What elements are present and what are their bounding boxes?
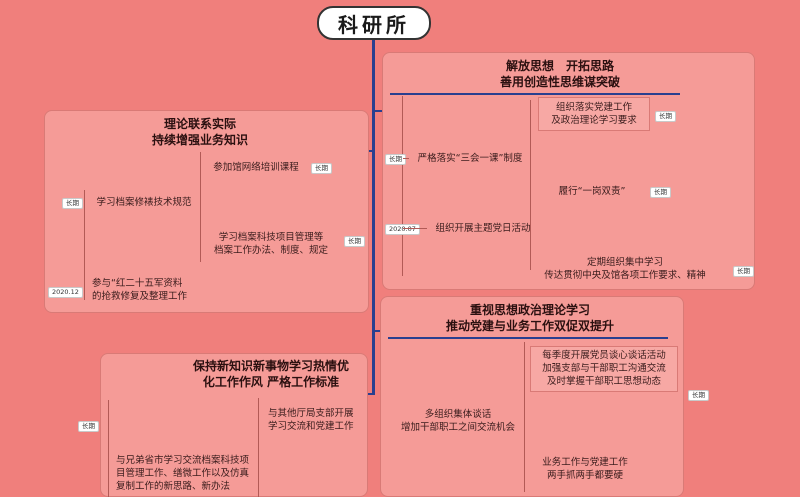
node-three-meetings[interactable]: 严格落实“三会一课”制度 [417, 153, 523, 164]
connector [108, 400, 109, 497]
panel-bottom-right-underline [388, 337, 668, 339]
panel-bottom-right-title: 重视思想政治理论学习 推动党建与业务工作双促双提升 [410, 302, 650, 334]
panel-top-right-underline [390, 93, 680, 95]
panel-top-right-title-line2: 善用创造性思维谋突破 [499, 75, 620, 89]
node-network-training[interactable]: 参加馆网络培训课程 [213, 162, 299, 173]
connector [403, 158, 409, 159]
node-cross-bureau-exchange[interactable]: 与其他厅局支部开展 学习交流和党建工作 [268, 408, 354, 432]
panel-top-right-title: 解放思想 开拓思路 善用创造性思维谋突破 [420, 58, 700, 90]
connector [402, 96, 403, 276]
tag-mounting-standards: 长期 [62, 198, 83, 209]
tag-three-meetings: 长期 [385, 154, 406, 165]
connector [403, 228, 427, 229]
tag-theme-party-day: 2020.07 [385, 224, 420, 235]
panel-bottom-left-title: 保持新知识新事物学习热情优 化工作作风 严格工作标准 [176, 358, 366, 390]
node-mounting-standards[interactable]: 学习档案修裱技术规范 [96, 197, 192, 208]
tag-network-training: 长期 [311, 163, 332, 174]
panel-top-left-title-line2: 持续增强业务知识 [151, 133, 248, 147]
tag-project-rules: 长期 [344, 236, 365, 247]
tag-sibling-province-exchange: 长期 [78, 421, 99, 432]
node-sibling-province-exchange[interactable]: 与兄弟省市学习交流档案科技项 目管理工作、缮微工作以及仿真 复制工作的新思路、新… [116, 455, 250, 492]
connector [258, 398, 259, 497]
connector [524, 342, 525, 492]
trunk-branch-top-right [375, 110, 385, 112]
panel-top-right [382, 52, 755, 290]
panel-top-left [44, 110, 369, 313]
node-red-army-restoration[interactable]: 参与“红二十五军资料 的抢救修复及整理工作 [92, 278, 188, 302]
tag-party-work: 长期 [655, 111, 676, 122]
central-trunk [372, 40, 375, 395]
connector [84, 190, 85, 300]
panel-bottom-left-title-line1: 保持新知识新事物学习热情优 [192, 359, 349, 373]
panel-bottom-right-title-line1: 重视思想政治理论学习 [469, 303, 590, 317]
panel-bottom-left [100, 353, 368, 497]
panel-bottom-right [380, 296, 684, 497]
node-both-hands[interactable]: 业务工作与党建工作 两手抓两手都要硬 [542, 457, 628, 481]
node-project-rules[interactable]: 学习档案科技项目管理等 档案工作办法、制度、规定 [213, 232, 328, 256]
connector [200, 152, 201, 262]
node-party-work[interactable]: 组织落实党建工作 及政治理论学习要求 [551, 102, 637, 126]
connector [530, 100, 531, 270]
node-heart-talks[interactable]: 每季度开展党员谈心谈话活动 加强支部与干部职工沟通交流 及时掌握干部职工思想动态 [542, 350, 666, 387]
subbox-party-work [538, 97, 650, 131]
root-title[interactable]: 科研所 [317, 6, 431, 40]
node-dual-duty[interactable]: 履行“一岗双责” [558, 186, 626, 197]
node-theme-party-day[interactable]: 组织开展主题党日活动 [435, 223, 531, 234]
subbox-heart-talks [530, 346, 678, 392]
tag-heart-talks: 长期 [688, 390, 709, 401]
node-group-talks[interactable]: 多组织集体谈话 增加干部职工之间交流机会 [400, 409, 515, 433]
panel-bottom-right-title-line2: 推动党建与业务工作双促双提升 [445, 319, 614, 333]
panel-top-left-title: 理论联系实际 持续增强业务知识 [100, 116, 300, 148]
node-regular-study[interactable]: 定期组织集中学习 传达贯彻中央及馆各项工作要求、精神 [544, 257, 706, 281]
panel-bottom-left-title-line2: 化工作作风 严格工作标准 [202, 375, 340, 389]
panel-top-left-title-line1: 理论联系实际 [163, 117, 236, 131]
panel-top-right-title-line1: 解放思想 开拓思路 [505, 59, 614, 73]
tag-regular-study: 长期 [733, 266, 754, 277]
tag-dual-duty: 长期 [650, 187, 671, 198]
tag-red-army-restoration: 2020.12 [48, 287, 83, 298]
